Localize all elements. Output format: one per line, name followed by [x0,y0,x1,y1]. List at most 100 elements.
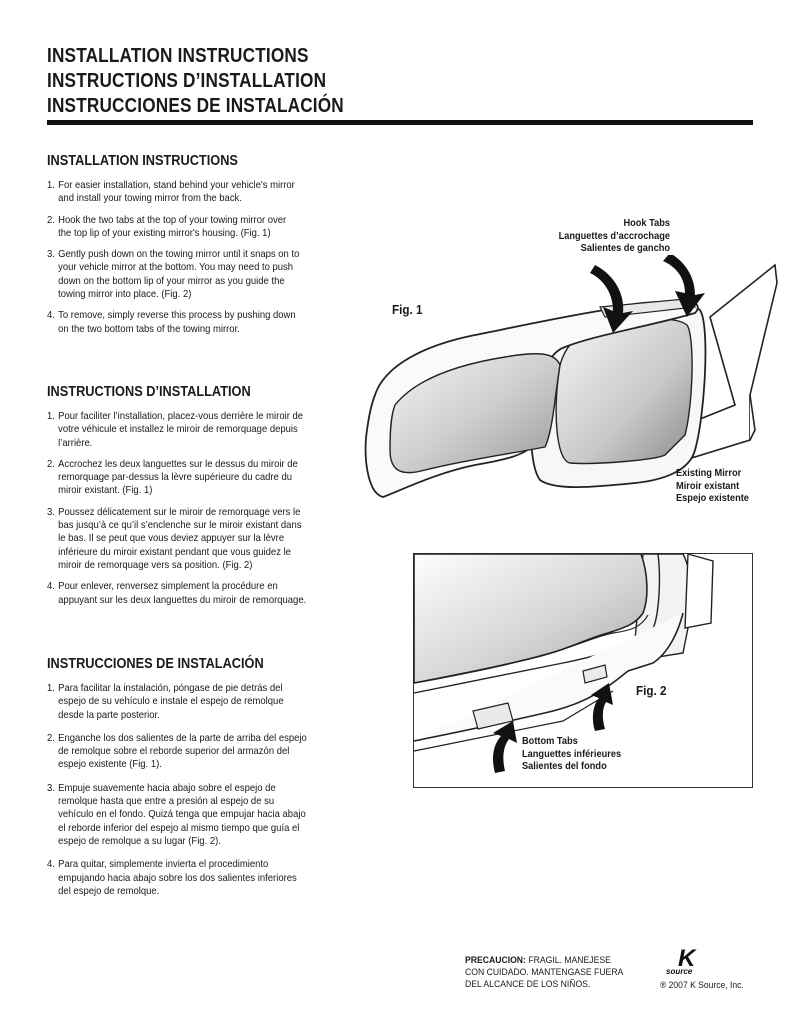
existing-mirror-closeup [632,553,714,662]
existing-mirror [530,301,707,489]
towing-mirror [364,298,699,498]
step-line: Para facilitar la instalación, póngase d… [58,683,283,694]
step-line: miroir existant. (Fig. 1) [58,485,153,497]
step-number: 2. [47,214,55,226]
section-french: INSTRUCTIONS D’INSTALLATION 1. Pour faci… [47,383,347,607]
copyright-notice: ® 2007 K Source, Inc. [660,980,744,991]
section-heading: INSTALLATION INSTRUCTIONS [47,153,238,169]
step-item: 2. Accrochez les deux languettes sur le … [47,458,343,498]
step-line: desde la parte posterior. [58,709,160,721]
step-line: remorquage par-dessus la lèvre supérieur… [58,472,292,484]
step-line: espejo de remolque a su lugar (Fig. 2). [58,835,221,847]
caution-label: PRECAUCION: [465,955,526,966]
callout-line: Miroir existant [676,479,740,492]
step-number: 1. [47,180,55,191]
step-line: Poussez délicatement sur le miroir de re… [58,506,301,518]
caution-line: FRAGIL. MANEJESE [528,955,611,966]
figure-2-illustration [413,553,753,788]
step-line: Pour enlever, renversez simplement la pr… [58,581,278,593]
step-line: your vehicle mirror at the bottom. You m… [58,262,294,274]
hook-tab-arrows [590,255,705,333]
section-heading: INSTRUCCIONES DE INSTALACIÓN [47,656,264,672]
callout-line: Bottom Tabs [522,735,578,747]
step-line: de remolque sobre el reborde superior de… [58,746,290,758]
step-line: towing mirror into place. (Fig. 2) [58,289,192,301]
step-number: 3. [47,249,55,261]
step-line: Enganche los dos salientes de la parte d… [58,732,307,744]
step-number: 4. [47,581,55,593]
step-number: 4. [47,859,55,871]
step-item: 2. Enganche los dos salientes de la part… [47,732,343,772]
step-item: 1. Para facilitar la instalación, póngas… [47,682,343,722]
callout-line: Espejo existente [676,492,749,504]
step-line: le bas. Il se peut que vous deviez appuy… [58,533,285,545]
hook-tabs-callout: Hook Tabs Languettes d’accrochage Salien… [538,217,670,255]
step-line: To remove, simply reverse this process b… [58,310,296,322]
logo-subtext: source [666,967,693,975]
step-line: Gently push down on the towing mirror un… [58,249,300,261]
callout-line: Salientes del fondo [522,760,607,772]
step-number: 4. [47,310,55,322]
step-line: appuyant sur les deux languettes du miro… [58,594,307,606]
k-source-logo: K source [666,945,697,975]
caution-line: CON CUIDADO. MANTENGASE FUERA [465,967,624,978]
document-title: INSTALLATION INSTRUCTIONS INSTRUCTIONS D… [47,44,344,119]
logo-letter: K [678,945,697,972]
step-line: vehículo en el fondo. Quizá tenga que em… [58,809,306,821]
step-line: remolque hasta que entre a presión al es… [58,796,275,808]
callout-line: Existing Mirror [676,467,742,479]
step-item: 3. Gently push down on the towing mirror… [47,248,343,301]
step-line: l’arrière. [58,437,93,449]
callout-line: Hook Tabs [623,217,670,229]
step-item: 4. To remove, simply reverse this proces… [47,309,343,336]
step-list: 1. Para facilitar la instalación, póngas… [47,682,347,898]
step-line: on the two bottom tabs of the towing mir… [58,323,240,335]
step-item: 3. Poussez délicatement sur le miroir de… [47,506,343,572]
caution-line: DEL ALCANCE DE LOS NIÑOS. [465,979,591,990]
step-item: 2. Hook the two tabs at the top of your … [47,214,343,241]
step-number: 2. [47,458,55,470]
step-line: empujando hacia abajo sobre los dos sali… [58,872,297,884]
step-line: down on the bottom lip of your mirror as… [58,275,285,287]
step-line: Para quitar, simplemente invierta el pro… [58,859,269,871]
step-line: del espejo de remolque. [58,885,160,897]
step-line: Accrochez les deux languettes sur le des… [58,458,298,470]
section-heading: INSTRUCTIONS D’INSTALLATION [47,384,251,400]
title-spanish: INSTRUCCIONES DE INSTALACIÓN [47,95,344,117]
step-line: inférieure du miroir existant pendant qu… [58,546,291,558]
section-english: INSTALLATION INSTRUCTIONS 1. For easier … [47,152,347,336]
step-item: 4. Para quitar, simplemente invierta el … [47,858,343,898]
callout-line: Salientes de gancho [580,242,670,254]
step-line: For easier installation, stand behind yo… [58,180,295,191]
title-rule [47,120,753,125]
step-item: 4. Pour enlever, renversez simplement la… [47,580,343,607]
step-list: 1. For easier installation, stand behind… [47,179,347,336]
callout-line: Languettes d’accrochage [558,229,670,242]
step-number: 1. [47,411,55,422]
step-item: 3. Empuje suavemente hacia abajo sobre e… [47,782,343,848]
figure-1-illustration [364,255,778,498]
title-english: INSTALLATION INSTRUCTIONS [47,45,309,67]
step-line: Pour faciliter l’installation, placez-vo… [58,411,304,422]
step-line: votre véhicule et installez le miroir de… [58,424,298,436]
step-line: el reborde inferior del espejo al mismo … [58,822,300,834]
step-number: 3. [47,506,55,518]
section-spanish: INSTRUCCIONES DE INSTALACIÓN 1. Para fac… [47,655,347,898]
step-item: 1. For easier installation, stand behind… [47,179,343,206]
title-french: INSTRUCTIONS D’INSTALLATION [47,70,327,92]
step-line: the top lip of your existing mirror's ho… [58,227,271,239]
step-number: 1. [47,683,55,694]
step-line: Hook the two tabs at the top of your tow… [58,214,287,226]
step-number: 2. [47,732,55,744]
caution-note: PRECAUCION: FRAGIL. MANEJESE CON CUIDADO… [465,955,623,991]
bottom-tab-arrows [493,683,613,773]
step-line: Empuje suavemente hacia abajo sobre el e… [58,782,276,794]
step-line: espejo existente (Fig. 1). [58,759,162,771]
step-line: and install your towing mirror from the … [58,193,242,205]
figure-2-label: Fig. 2 [636,683,667,698]
step-list: 1. Pour faciliter l’installation, placez… [47,410,347,607]
callout-line: Languettes inférieures [522,747,622,760]
existing-mirror-mount [684,263,778,462]
bottom-tabs-callout: Bottom Tabs Languettes inférieures Salie… [522,735,621,773]
step-line: bas jusqu’à ce qu’il s’enclenche sur le … [58,520,302,532]
